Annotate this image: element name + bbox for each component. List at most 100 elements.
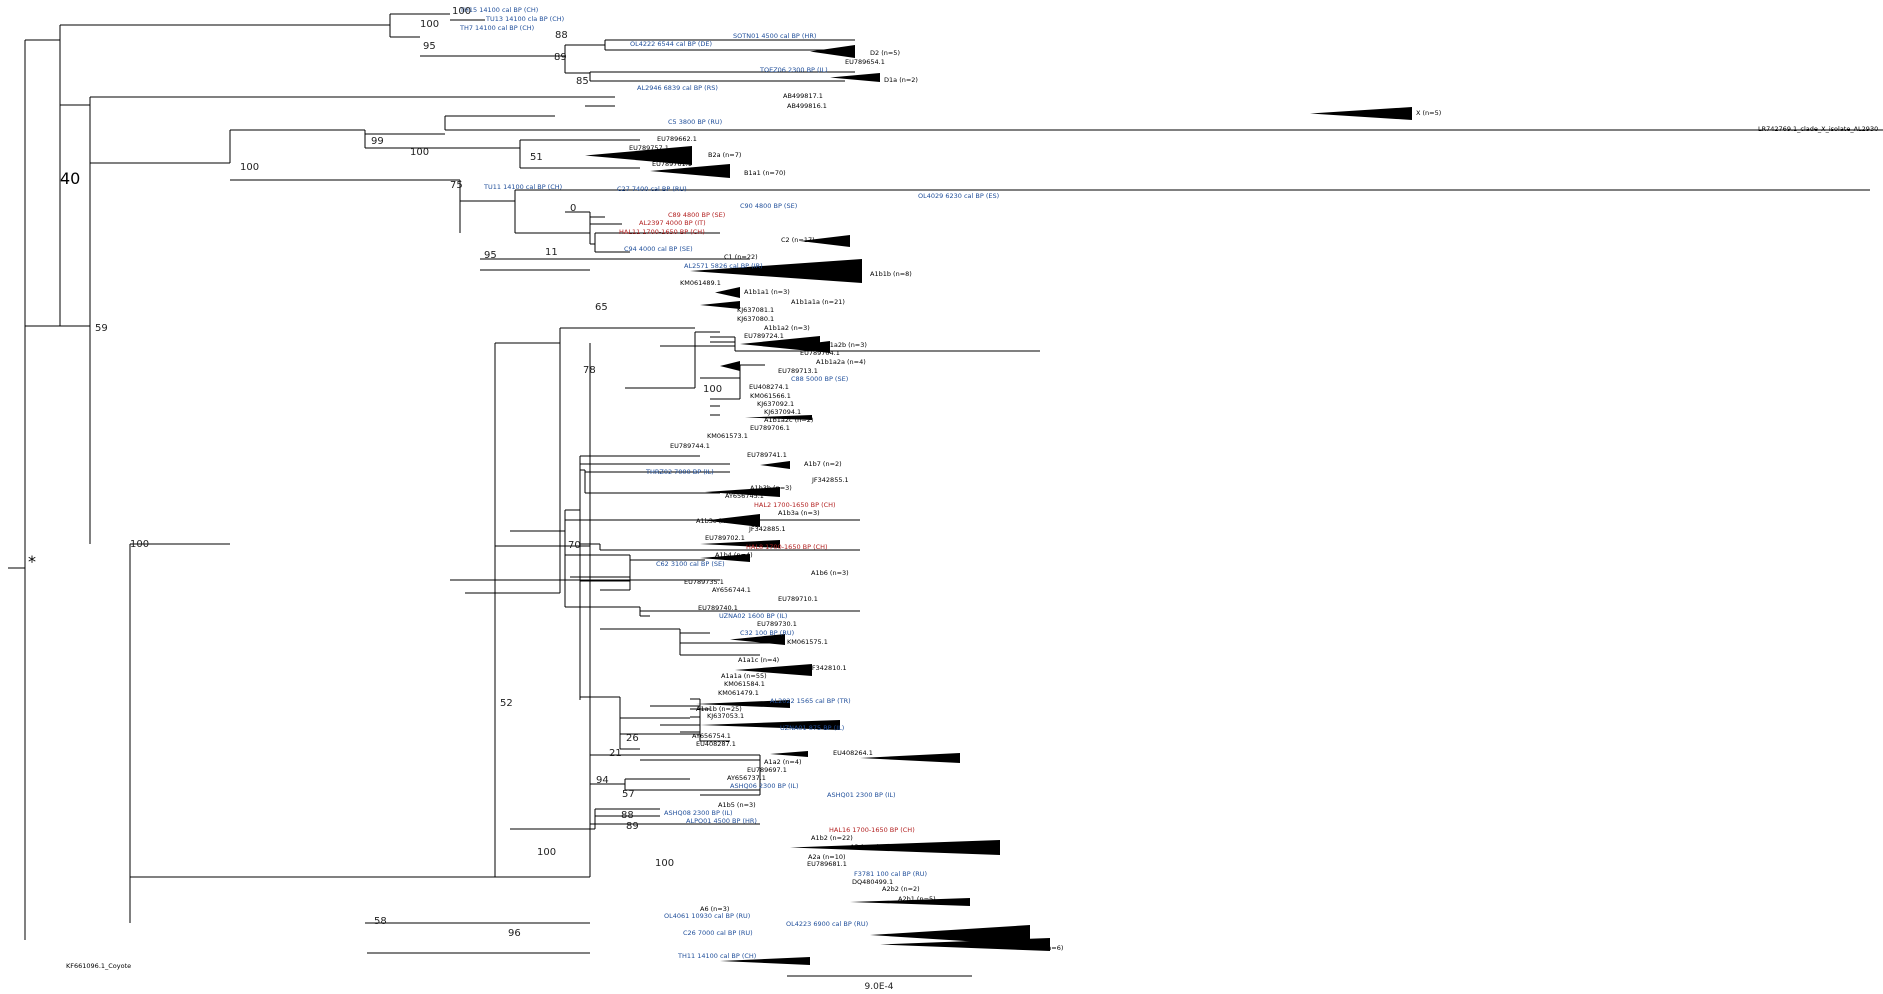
tip-label: EU408274.1: [749, 383, 789, 391]
tip-label: EU789761.1: [652, 160, 692, 168]
tip-label: A1b2 (n=22): [811, 834, 853, 842]
tip-label: EU789681.1: [807, 860, 847, 868]
tip-label: A4 (n=3): [997, 935, 1026, 943]
bootstrap-value: 100: [410, 147, 429, 158]
bootstrap-value: 58: [374, 916, 387, 927]
tip-label: A1b7 (n=2): [804, 460, 842, 468]
tip-label: EU408264.1: [833, 749, 873, 757]
collapsed-clade-wedge: [745, 415, 812, 420]
tip-label: EU789706.1: [750, 424, 790, 432]
tip-label: C88 5000 BP (SE): [791, 375, 848, 383]
tip-label: KF661096.1_Coyote: [66, 962, 131, 970]
bootstrap-value: 21: [609, 748, 622, 759]
tip-label: EU789757.1: [629, 144, 669, 152]
tip-label: EU789741.1: [747, 451, 787, 459]
collapsed-clade-wedge: [740, 336, 820, 352]
tip-label: THRZ02 7000 BP (IL): [645, 468, 714, 476]
bootstrap-value: 100: [452, 6, 471, 17]
collapsed-clade-wedge: [720, 957, 810, 965]
tip-label: JF342885.1: [748, 525, 786, 533]
collapsed-clade-wedge: [700, 720, 840, 730]
collapsed-clade-wedge: [850, 898, 970, 906]
tip-label: AY656754.1: [692, 732, 731, 740]
tree-branches: [8, 13, 1883, 954]
tip-labels: TH15 14100 cal BP (CH)TU13 14100 cla BP …: [66, 6, 1878, 970]
tip-label: A1a2 (n=4): [764, 758, 802, 766]
tip-label: C26 7000 cal BP (RU): [683, 929, 753, 937]
tip-label: C89 4800 BP (SE): [668, 211, 725, 219]
tip-label: KM061573.1: [707, 432, 748, 440]
tip-label: KJ637080.1: [737, 315, 774, 323]
tip-label: AL2946 6839 cal BP (RS): [637, 84, 718, 92]
tip-label: A1b5 (n=3): [718, 801, 756, 809]
tip-label: KM061489.1: [680, 279, 721, 287]
collapsed-clade-wedge: [705, 514, 760, 527]
collapsed-clade-wedge: [700, 540, 780, 548]
collapsed-clade-wedge: [1310, 107, 1412, 120]
tip-label: KJ637081.1: [737, 306, 774, 314]
tip-label: A3 (n=7): [850, 843, 879, 851]
tip-label: C90 4800 BP (SE): [740, 202, 797, 210]
tip-label: EU789697.1: [747, 766, 787, 774]
tip-label: AL2397 4000 BP (IT): [639, 219, 706, 227]
bootstrap-value: 85: [576, 76, 589, 87]
collapsed-clade-wedge: [730, 634, 785, 645]
tip-label: C94 4000 cal BP (SE): [624, 245, 693, 253]
tip-label: A1b3a (n=3): [778, 509, 820, 517]
bootstrap-value: 100: [130, 539, 149, 550]
tip-label: AY656745.1: [725, 492, 764, 500]
root-support-star: *: [28, 552, 36, 571]
tip-label: A1b1a2c (n=2): [764, 416, 813, 424]
tip-label: SOTN01 4500 cal BP (HR): [733, 32, 816, 40]
tip-label: C27 7400 cal BP (RU): [617, 185, 687, 193]
collapsed-clade-wedge: [810, 45, 855, 58]
tip-label: EU789710.1: [778, 595, 818, 603]
tip-label: A2a (n=10): [808, 853, 846, 861]
tip-label: KJ637053.1: [707, 712, 744, 720]
tip-label: A1b1a1 (n=3): [744, 288, 790, 296]
bootstrap-value: 100: [420, 19, 439, 30]
tip-label: A1b1a2 (n=3): [764, 324, 810, 332]
bootstrap-value: 57: [622, 789, 635, 800]
tip-label: EU408287.1: [696, 740, 736, 748]
bootstrap-value: 88: [621, 810, 634, 821]
tip-label: AB499816.1: [787, 102, 827, 110]
bootstrap-value: 99: [371, 136, 384, 147]
collapsed-clade-wedge: [696, 700, 790, 708]
tip-label: EU789724.1: [744, 332, 784, 340]
tip-label: D1a (n=2): [884, 76, 918, 84]
tip-label: HAL16 1700-1650 BP (CH): [829, 826, 915, 834]
tip-label: A1b3c (n=2): [696, 517, 737, 525]
scale-bar-label: 9.0E-4: [865, 982, 894, 992]
tip-label: EU789702.1: [705, 534, 745, 542]
tip-label: EU789740.1: [698, 604, 738, 612]
tip-label: TU13 14100 cla BP (CH): [485, 15, 564, 23]
tip-label: A1b1a2b (n=3): [817, 341, 867, 349]
tip-label: JF342810.1: [809, 664, 847, 672]
tip-label: C5 3800 BP (RU): [668, 118, 722, 126]
tip-label: EU789713.1: [778, 367, 818, 375]
tip-label: JF342855.1: [811, 476, 849, 484]
tip-label: TH7 14100 cal BP (CH): [459, 24, 534, 32]
bootstrap-value: 26: [626, 733, 639, 744]
tip-label: TOEZ06 2300 BP (IL): [759, 66, 828, 74]
tip-label: A2b1 (n=5): [898, 895, 936, 903]
collapsed-clade-wedge: [800, 235, 850, 247]
tip-label: A1b1b (n=8): [870, 270, 912, 278]
tip-label: B2a (n=7): [708, 151, 741, 159]
tip-label: AY656744.1: [712, 586, 751, 594]
tip-label: KJ637094.1: [764, 408, 801, 416]
bootstrap-value: 52: [500, 698, 513, 709]
tip-label: HAL2 1700-1650 BP (CH): [754, 501, 836, 509]
bootstrap-value: 100: [655, 858, 674, 869]
tip-label: DQ480499.1: [852, 878, 893, 886]
tip-label: KJ637092.1: [757, 400, 794, 408]
tip-label: EU789744.1: [670, 442, 710, 450]
tip-label: OL4029 6230 cal BP (ES): [918, 192, 999, 200]
bootstrap-value: 96: [508, 928, 521, 939]
tip-label: A1a1b (n=25): [696, 705, 742, 713]
collapsed-clade-wedge: [830, 73, 880, 82]
tip-label: OL4061 10930 cal BP (RU): [664, 912, 750, 920]
tip-label: EU789654.1: [845, 58, 885, 66]
tip-label: A5 (n=6): [1034, 944, 1063, 952]
